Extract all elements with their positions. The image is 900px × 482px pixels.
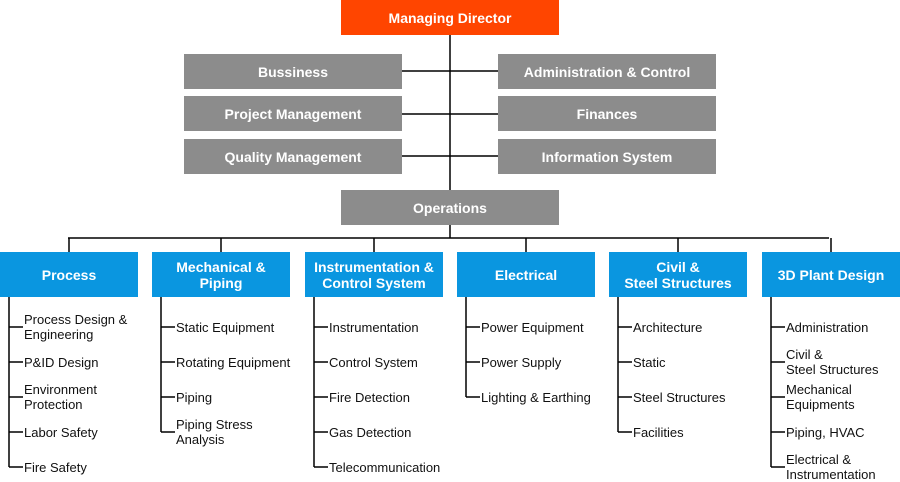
department-box: Process (0, 252, 138, 297)
department-item: Labor Safety (24, 424, 98, 440)
department-item: Electrical & Instrumentation (786, 452, 876, 482)
department-item: Telecommunication (329, 459, 441, 475)
operations-box: Operations (341, 190, 559, 225)
department-item: Civil & Steel Structures (786, 347, 879, 377)
staff-box-quality-management: Quality Management (184, 139, 402, 174)
department-item: P&ID Design (24, 354, 99, 370)
staff-box-business: Bussiness (184, 54, 402, 89)
department-item: Instrumentation (329, 319, 419, 335)
department-item: Power Equipment (481, 319, 584, 335)
department-item: Fire Detection (329, 389, 410, 405)
department-item: Process Design & Engineering (24, 312, 128, 342)
department-item: Architecture (633, 319, 703, 335)
staff-box-information-system: Information System (498, 139, 716, 174)
department-item: Static Equipment (176, 319, 275, 335)
department-item: Facilities (633, 424, 684, 440)
staff-box-administration-control: Administration & Control (498, 54, 716, 89)
department-item: Power Supply (481, 354, 562, 370)
department-item: Steel Structures (633, 389, 726, 405)
department-item: Piping Stress Analysis (176, 417, 253, 447)
staff-box-finances: Finances (498, 96, 716, 131)
department-item: Environment Protection (24, 382, 97, 412)
department-item: Administration (786, 319, 869, 335)
department-item: Rotating Equipment (176, 354, 291, 370)
department-item: Piping (176, 389, 213, 405)
department-item: Fire Safety (24, 459, 87, 475)
department-box: 3D Plant Design (762, 252, 900, 297)
department-item: Lighting & Earthing (481, 389, 591, 405)
department-item: Static (633, 354, 666, 370)
department-box: Mechanical & Piping (152, 252, 290, 297)
department-item: Control System (329, 354, 418, 370)
department-box: Electrical (457, 252, 595, 297)
department-item: Gas Detection (329, 424, 412, 440)
managing-director-box: Managing Director (341, 0, 559, 35)
department-box: Civil & Steel Structures (609, 252, 747, 297)
department-item: Piping, HVAC (786, 424, 865, 440)
department-item: Mechanical Equipments (786, 382, 855, 412)
department-box: Instrumentation & Control System (305, 252, 443, 297)
staff-box-project-management: Project Management (184, 96, 402, 131)
